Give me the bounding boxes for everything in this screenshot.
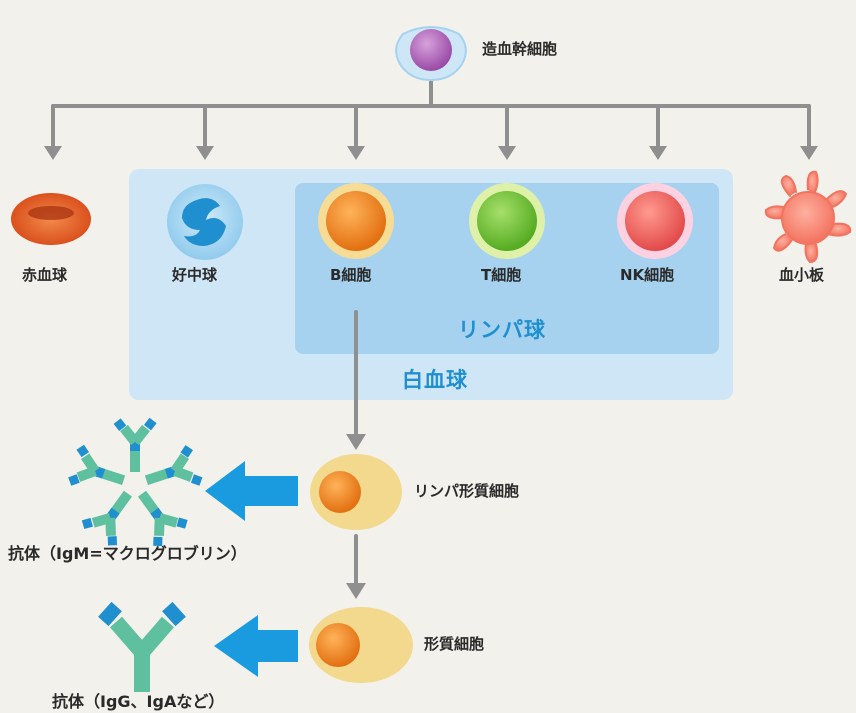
plasma-cell-icon (309, 607, 413, 683)
t-cell-label: T細胞 (481, 266, 522, 284)
stem-cell-icon (395, 26, 467, 82)
t-cell-icon (469, 183, 545, 259)
branch-lines (51, 75, 811, 587)
igg-antibody-icon (98, 601, 186, 692)
plasma-cell-label: 形質細胞 (424, 635, 485, 653)
b-cell-label: B細胞 (330, 266, 372, 284)
nk-cell-label: NK細胞 (620, 266, 675, 284)
wbc-group-label: 白血球 (402, 368, 468, 392)
igg-antibody-label: 抗体（IgG、IgAなど） (52, 692, 225, 711)
lymph-plasma-cell-label: リンパ形質細胞 (414, 482, 520, 500)
big-arrow-igg (214, 615, 298, 677)
rbc-label: 赤血球 (22, 266, 68, 284)
arrowheads (44, 146, 818, 599)
lymph-plasma-cell-icon (310, 454, 402, 530)
neutrophil-label: 好中球 (172, 266, 218, 284)
stem-cell-label: 造血幹細胞 (482, 40, 558, 58)
neutrophil-icon (167, 184, 243, 260)
igm-antibody-label: 抗体（IgM=マクログロブリン） (8, 544, 247, 563)
platelet-label: 血小板 (779, 266, 825, 284)
platelet-icon (764, 170, 852, 264)
lymphocyte-group-label: リンパ球 (458, 318, 546, 342)
igm-antibody-icon (65, 417, 204, 551)
big-arrow-igm (205, 461, 298, 521)
b-cell-icon (318, 183, 394, 259)
nk-cell-icon (617, 183, 693, 259)
red-blood-cell-icon (11, 193, 91, 245)
